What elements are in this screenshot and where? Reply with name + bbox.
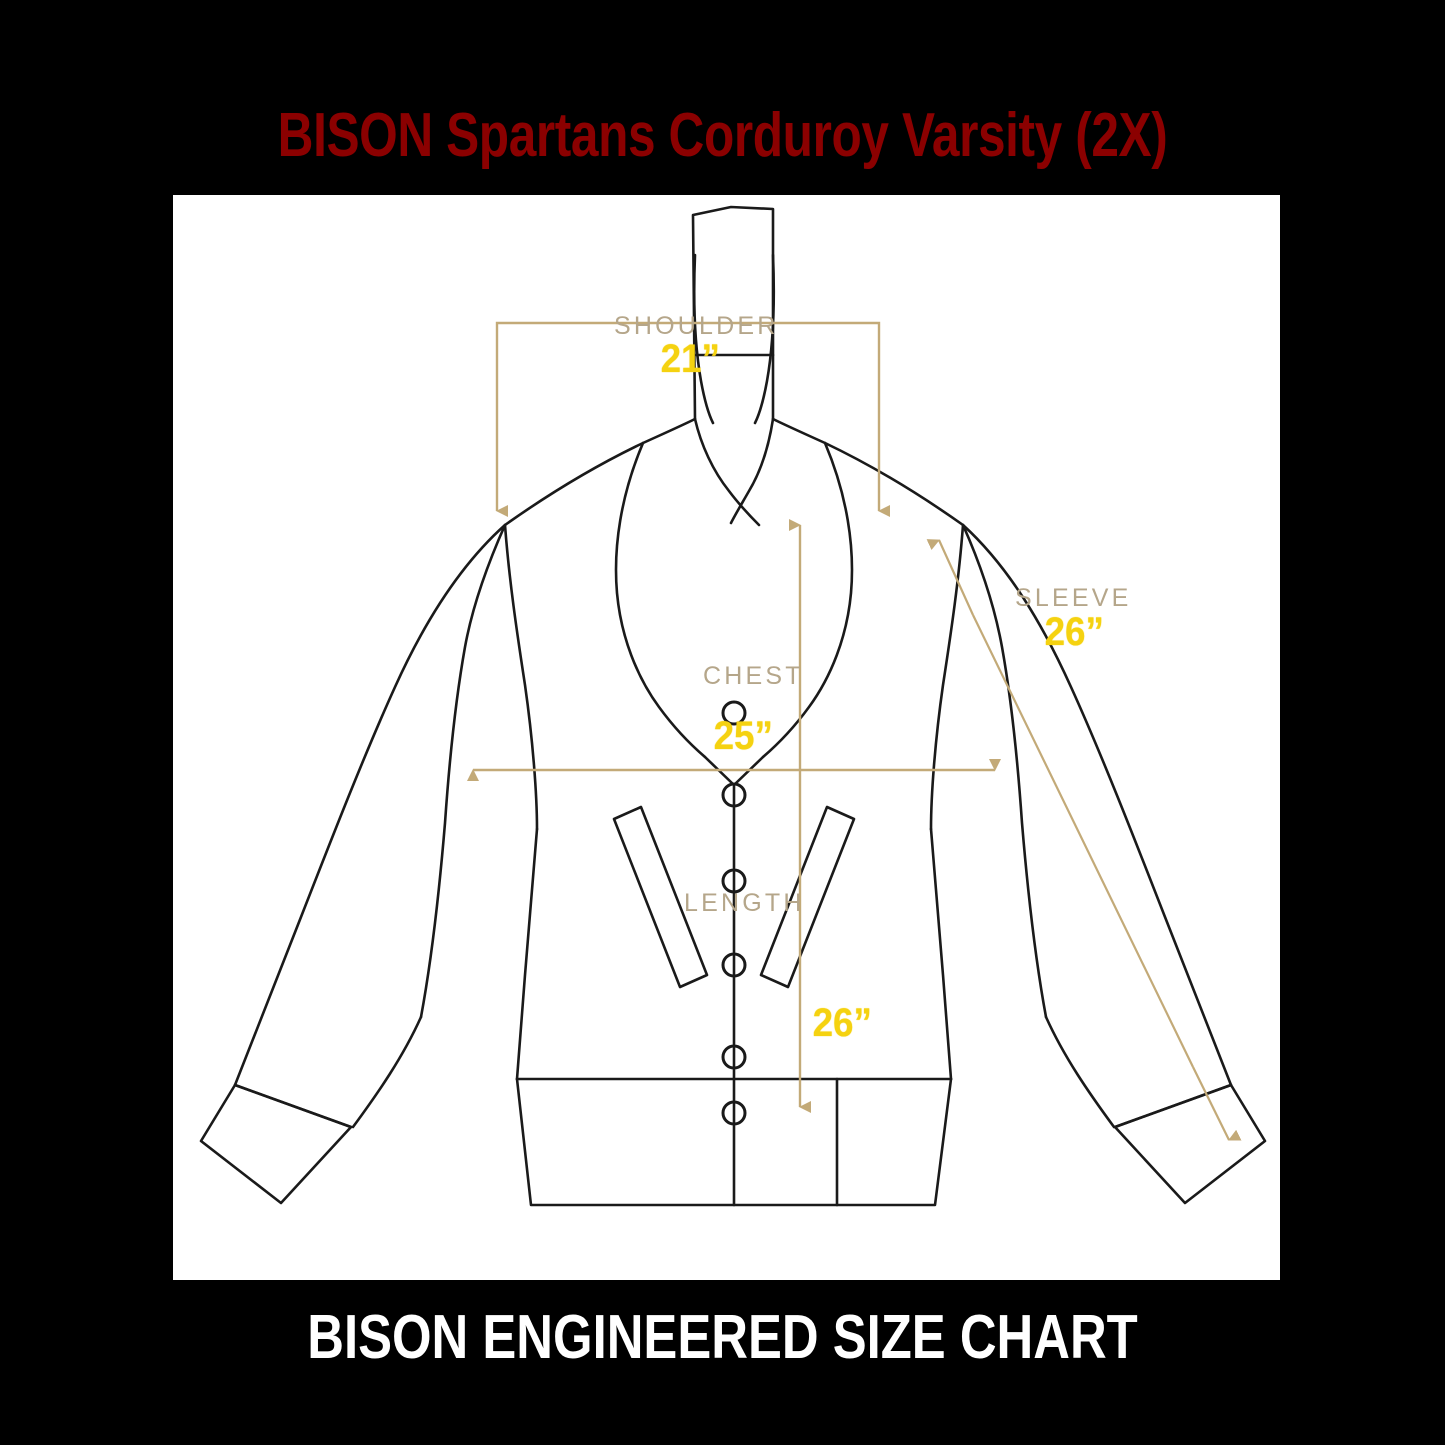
left-body-side xyxy=(515,827,539,1081)
right-body-side xyxy=(929,827,953,1081)
sleeve-label: SLEEVE xyxy=(1015,584,1132,612)
length-label: LENGTH xyxy=(684,889,805,917)
left-armhole xyxy=(503,523,539,831)
size-chart-panel: SHOULDER 21” SLEEVE 26” CHEST 25” LENGTH… xyxy=(173,195,1280,1280)
shoulder-label: SHOULDER xyxy=(614,312,779,340)
button-6 xyxy=(721,1100,747,1126)
footer-caption: BISON ENGINEERED SIZE CHART xyxy=(307,1303,1138,1372)
right-sleeve-outer-edge xyxy=(961,523,1233,1087)
collar-left-inner xyxy=(693,417,761,527)
shoulder-dimension-bracket xyxy=(495,321,881,385)
button-4 xyxy=(721,952,747,978)
jacket-technical-drawing xyxy=(199,205,1267,1207)
sleeve-arrow-top xyxy=(926,539,975,616)
right-cuff-top-seam xyxy=(1113,1083,1233,1129)
button-1 xyxy=(721,700,747,726)
left-cuff xyxy=(199,1083,353,1205)
sleeve-value: 26” xyxy=(1044,610,1104,654)
left-cuff-top-seam xyxy=(233,1083,353,1129)
left-sleeve-inner-seam xyxy=(419,523,507,1019)
collar-right-inner xyxy=(729,417,775,525)
collar-fold-left xyxy=(692,253,715,425)
right-cuff xyxy=(1113,1083,1267,1205)
shawl-collar-left-outer xyxy=(614,441,707,759)
right-sleeve-inner-seam xyxy=(961,523,1048,1019)
sleeve-arrow-bottom xyxy=(1192,1066,1242,1141)
button-5 xyxy=(721,1044,747,1070)
collar-fold-right xyxy=(753,253,776,425)
right-armhole xyxy=(929,523,965,831)
right-welt-pocket xyxy=(759,805,856,989)
waistband-rib xyxy=(515,1077,953,1207)
length-value: 26” xyxy=(812,1001,872,1045)
sleeve-dimension-line xyxy=(972,614,1194,1068)
right-sleeve-lower-inner xyxy=(1044,1015,1116,1129)
chest-value: 25” xyxy=(713,714,773,758)
shawl-collar-right-outer xyxy=(761,441,854,759)
left-sleeve-outer-edge xyxy=(233,523,507,1087)
button-2 xyxy=(721,782,747,808)
left-welt-pocket xyxy=(612,805,709,989)
left-sleeve-lower-inner xyxy=(351,1015,423,1129)
shoulder-value: 21” xyxy=(660,337,720,381)
chest-label: CHEST xyxy=(703,662,804,690)
button-3 xyxy=(721,868,747,894)
left-shoulder-seam xyxy=(503,417,697,527)
page-title: BISON Spartans Corduroy Varsity (2X) xyxy=(277,101,1168,170)
right-shoulder-seam xyxy=(771,417,965,527)
